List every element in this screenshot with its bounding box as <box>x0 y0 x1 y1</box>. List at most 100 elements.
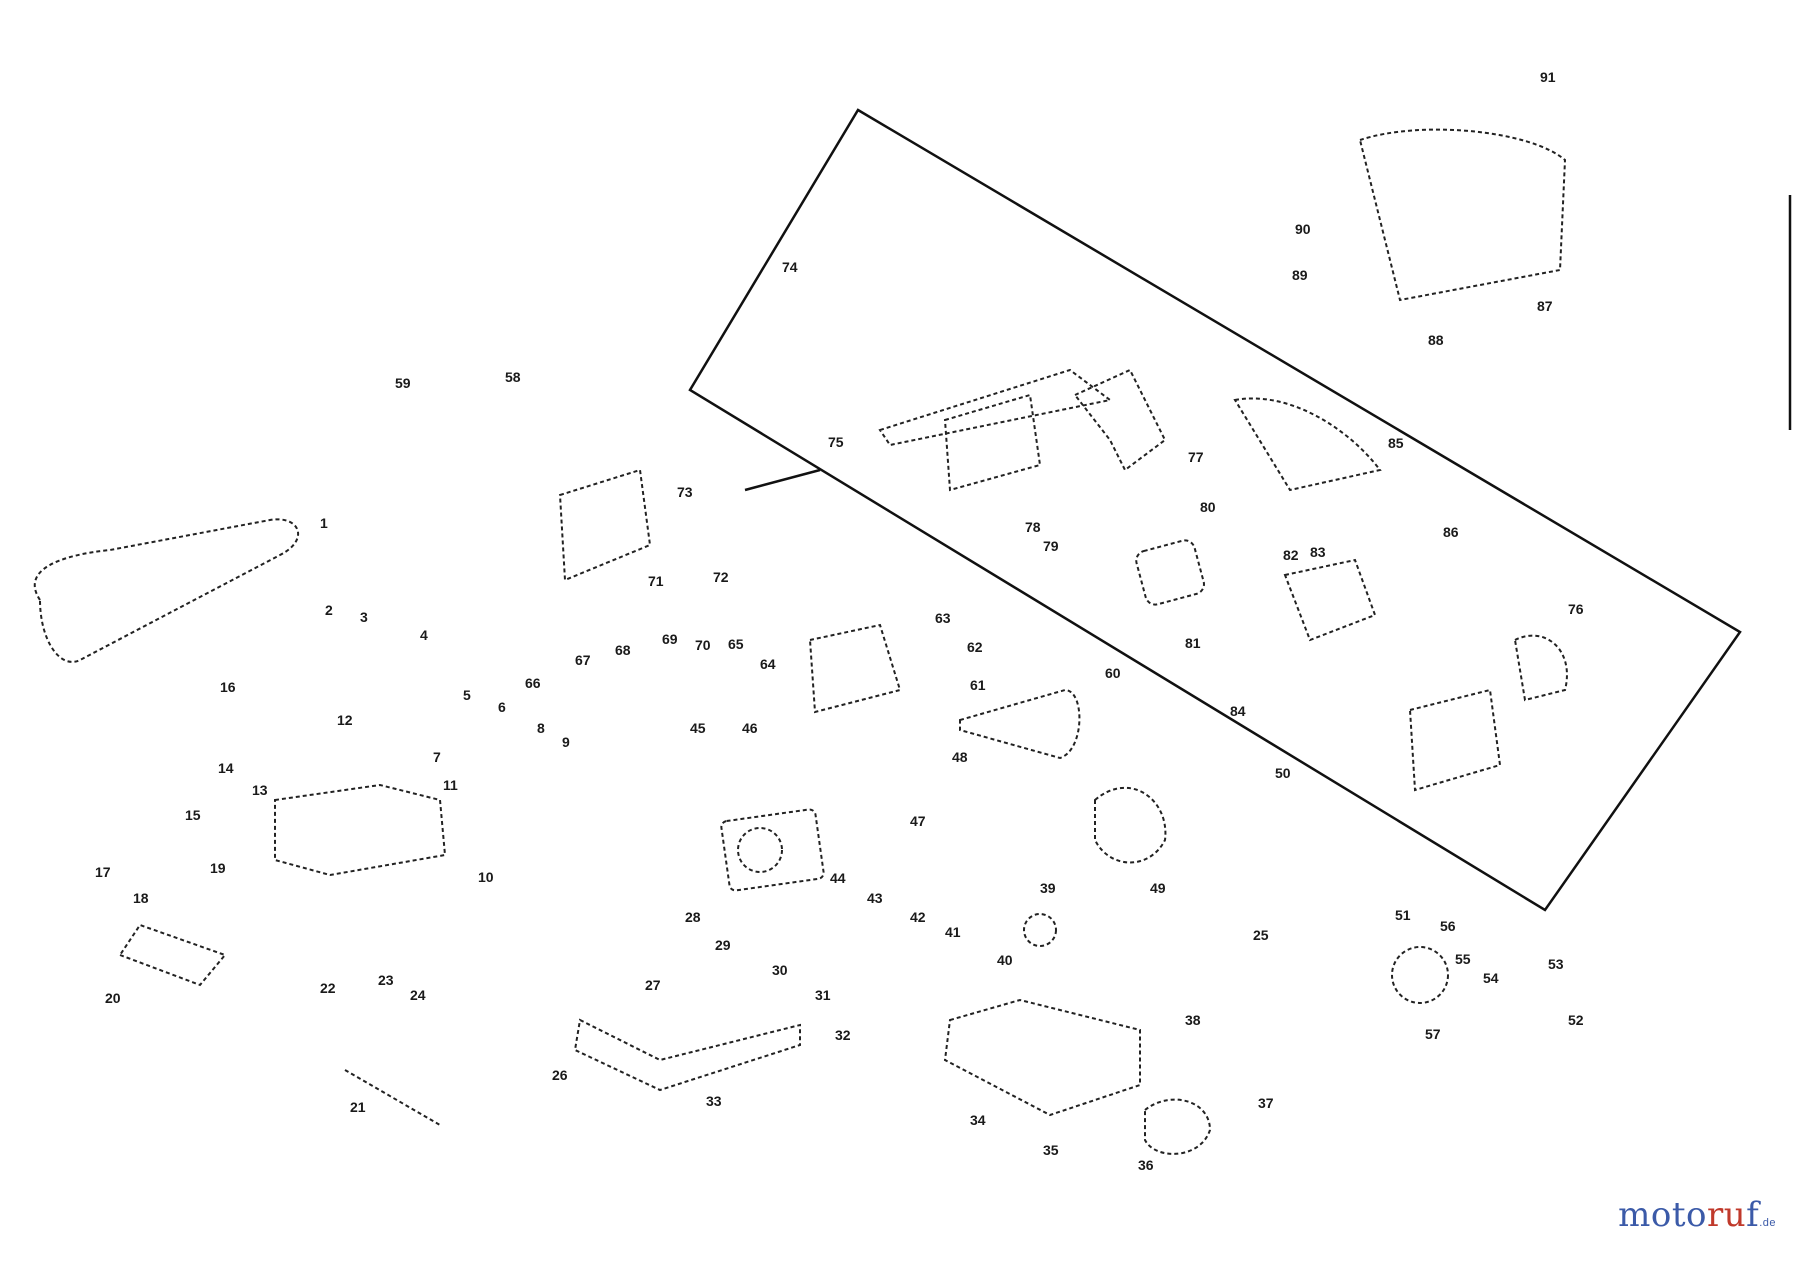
cutter-bar-part <box>878 368 1113 447</box>
callout-label-41: 41 <box>945 924 961 940</box>
callout-label-34: 34 <box>970 1112 986 1128</box>
callout-label-55: 55 <box>1455 951 1471 967</box>
callout-label-54: 54 <box>1483 970 1499 986</box>
callout-label-27: 27 <box>645 977 661 993</box>
callout-label-8: 8 <box>537 720 545 736</box>
housing-plate-part <box>558 468 652 582</box>
callout-label-23: 23 <box>378 972 394 988</box>
callout-label-82: 82 <box>1283 547 1299 563</box>
callout-label-84: 84 <box>1230 703 1246 719</box>
callout-label-18: 18 <box>133 890 149 906</box>
callout-label-21: 21 <box>350 1099 366 1115</box>
gear-part <box>737 827 783 873</box>
bracket-part <box>1513 634 1568 702</box>
callout-label-88: 88 <box>1428 332 1444 348</box>
callout-label-77: 77 <box>1188 449 1204 465</box>
callout-label-71: 71 <box>648 573 664 589</box>
callout-label-28: 28 <box>685 909 701 925</box>
drum-part <box>1135 539 1205 606</box>
callout-label-52: 52 <box>1568 1012 1584 1028</box>
callout-label-78: 78 <box>1025 519 1041 535</box>
callout-label-81: 81 <box>1185 635 1201 651</box>
wheel-part <box>1023 913 1057 947</box>
callout-label-22: 22 <box>320 980 336 996</box>
gearbox-part <box>720 808 825 892</box>
callout-label-91: 91 <box>1540 69 1556 85</box>
brand-part1: moto <box>1618 1195 1707 1235</box>
callout-label-3: 3 <box>360 609 368 625</box>
callout-label-76: 76 <box>1568 601 1584 617</box>
callout-label-51: 51 <box>1395 907 1411 923</box>
callout-label-46: 46 <box>742 720 758 736</box>
callout-label-13: 13 <box>252 782 268 798</box>
callout-label-19: 19 <box>210 860 226 876</box>
arm-part <box>1073 368 1167 472</box>
chain-part <box>959 688 1081 760</box>
callout-label-67: 67 <box>575 652 591 668</box>
callout-label-90: 90 <box>1295 221 1311 237</box>
callout-label-43: 43 <box>867 890 883 906</box>
callout-label-75: 75 <box>828 434 844 450</box>
blade-housing-part <box>943 393 1042 492</box>
guard-part <box>1233 397 1382 492</box>
callout-label-20: 20 <box>105 990 121 1006</box>
roller-part <box>118 923 227 987</box>
callout-label-2: 2 <box>325 602 333 618</box>
callout-label-25: 25 <box>1253 927 1269 943</box>
subassembly-leader <box>744 468 821 492</box>
callout-label-66: 66 <box>525 675 541 691</box>
callout-label-62: 62 <box>967 639 983 655</box>
callout-label-50: 50 <box>1275 765 1291 781</box>
callout-label-63: 63 <box>935 610 951 626</box>
chassis-plate-part <box>573 1018 801 1092</box>
callout-label-42: 42 <box>910 909 926 925</box>
callout-label-29: 29 <box>715 937 731 953</box>
callout-label-60: 60 <box>1105 665 1121 681</box>
callout-label-47: 47 <box>910 813 926 829</box>
side-plate-part <box>1408 688 1502 792</box>
callout-label-61: 61 <box>970 677 986 693</box>
callout-label-53: 53 <box>1548 956 1564 972</box>
callout-label-65: 65 <box>728 636 744 652</box>
callout-label-83: 83 <box>1310 544 1326 560</box>
callout-label-64: 64 <box>760 656 776 672</box>
callout-label-69: 69 <box>662 631 678 647</box>
callout-label-7: 7 <box>433 749 441 765</box>
callout-label-39: 39 <box>1040 880 1056 896</box>
callout-label-89: 89 <box>1292 267 1308 283</box>
callout-label-14: 14 <box>218 760 234 776</box>
callout-label-11: 11 <box>443 777 458 793</box>
base-frame-part <box>274 783 447 877</box>
brand-part3: f <box>1746 1195 1760 1235</box>
callout-label-72: 72 <box>713 569 729 585</box>
callout-label-24: 24 <box>410 987 426 1003</box>
callout-label-80: 80 <box>1200 499 1216 515</box>
callout-label-33: 33 <box>706 1093 722 1109</box>
cover-part <box>943 998 1141 1117</box>
brand-part2: ru <box>1706 1195 1747 1235</box>
callout-label-10: 10 <box>478 869 494 885</box>
pulley-part <box>1094 786 1167 864</box>
bearing-plate-part <box>808 623 902 714</box>
callout-label-44: 44 <box>830 870 846 886</box>
callout-label-12: 12 <box>337 712 353 728</box>
callout-label-30: 30 <box>772 962 788 978</box>
subassembly-frame <box>688 108 1742 912</box>
gear-housing-part <box>1283 558 1377 642</box>
callout-label-58: 58 <box>505 369 521 385</box>
callout-label-79: 79 <box>1043 538 1059 554</box>
callout-label-38: 38 <box>1185 1012 1201 1028</box>
callout-label-4: 4 <box>420 627 428 643</box>
callout-label-32: 32 <box>835 1027 851 1043</box>
callout-label-68: 68 <box>615 642 631 658</box>
callout-label-37: 37 <box>1258 1095 1274 1111</box>
belt-part <box>33 518 300 663</box>
callout-label-36: 36 <box>1138 1157 1154 1173</box>
callout-label-35: 35 <box>1043 1142 1059 1158</box>
callout-label-59: 59 <box>395 375 411 391</box>
callout-label-87: 87 <box>1537 298 1553 314</box>
drive-wheel-part <box>1144 1098 1212 1155</box>
callout-label-5: 5 <box>463 687 471 703</box>
